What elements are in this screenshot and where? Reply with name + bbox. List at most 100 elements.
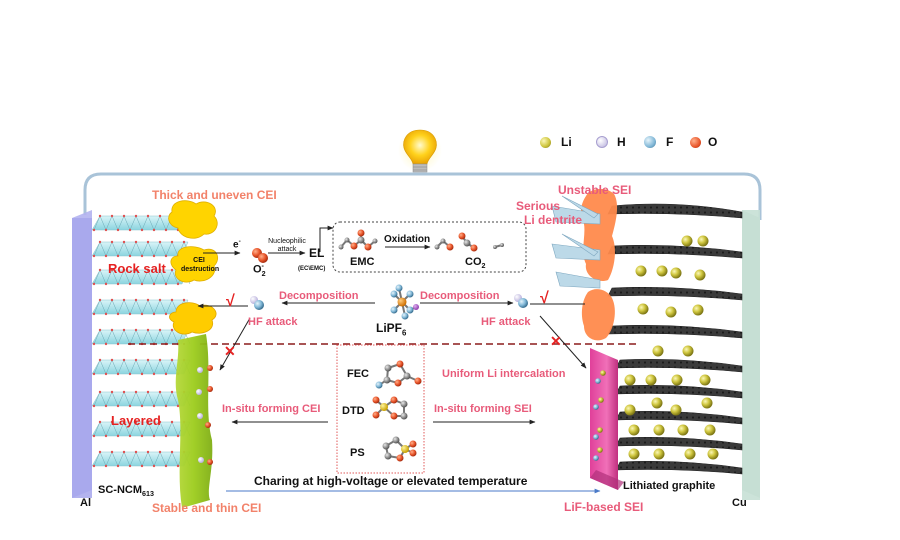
cathode-material-subscript: 613	[142, 490, 154, 499]
cu-collector-label: Cu	[732, 497, 747, 509]
li-atom	[652, 345, 664, 357]
cathode-layer	[91, 328, 191, 346]
dendrite-line1: Serious	[516, 199, 561, 213]
li-atom	[635, 265, 647, 277]
sei-atom	[593, 434, 599, 440]
cathode-layer	[91, 390, 191, 408]
in-situ-sei-label: In-situ forming SEI	[434, 403, 532, 415]
atom	[364, 243, 372, 251]
co2-symbol: CO	[465, 256, 482, 268]
co2-label: CO2	[465, 256, 485, 270]
lithium-ions-in-graphite	[624, 235, 719, 460]
hf-molecule-right	[514, 294, 528, 308]
hf-molecule-left	[250, 296, 264, 310]
external-circuit-wire	[83, 172, 762, 220]
sei-atom	[598, 397, 604, 403]
lithium-dendrite-icon	[551, 195, 601, 289]
atom	[446, 243, 454, 251]
ether-fragment	[434, 238, 454, 251]
cathode-material-name: SC-NCM	[98, 484, 142, 496]
check-mark-anode: √	[540, 290, 549, 307]
atom	[400, 400, 408, 408]
lif-based-sei-layer	[590, 348, 618, 490]
cross-mark-cathode: ✕	[224, 343, 236, 359]
graphite-sheet	[607, 244, 743, 259]
reaction-arrows	[197, 225, 587, 425]
lipf6-molecule	[390, 284, 419, 320]
atom	[254, 300, 264, 310]
atom	[518, 298, 528, 308]
oxidation-box	[332, 221, 527, 273]
li-atom	[645, 374, 657, 386]
li-atom	[628, 448, 640, 460]
additives-box	[336, 344, 425, 474]
legend-item-f: F	[644, 135, 690, 149]
lif-based-sei-label: LiF-based SEI	[564, 500, 644, 514]
li-dendrite-label: Serious Li dentrite	[516, 199, 582, 227]
atom	[403, 372, 411, 380]
atom	[414, 377, 422, 385]
li-atom	[707, 448, 719, 460]
li-atom	[665, 306, 677, 318]
cathode-layer	[91, 358, 191, 376]
atom	[390, 306, 398, 314]
cathode-layer	[91, 298, 191, 316]
f-atom-icon	[644, 136, 656, 148]
li-atom	[656, 265, 668, 277]
li-atom	[637, 303, 649, 315]
li-atom	[671, 374, 683, 386]
atom	[375, 381, 383, 389]
electron-charge: -	[238, 238, 241, 245]
graphite-sheet	[615, 410, 743, 425]
cross-mark-anode: ✕	[550, 333, 562, 349]
o-atom-icon	[690, 136, 701, 148]
li-atom	[624, 404, 636, 416]
oxidation-label: Oxidation	[384, 234, 431, 245]
cei-atom	[205, 422, 211, 428]
li-atom	[699, 374, 711, 386]
cathode-layer	[91, 420, 191, 438]
thick-uneven-cei-blobs	[168, 200, 218, 335]
sei-atom	[597, 447, 603, 453]
co2-subscript: 2	[481, 262, 486, 271]
cei-atom	[196, 389, 202, 395]
atom	[372, 411, 380, 419]
li-atom	[704, 424, 716, 436]
li-atom	[677, 424, 689, 436]
li-atom	[694, 269, 706, 281]
fec-molecule	[375, 360, 422, 389]
li-atom	[681, 235, 693, 247]
li-atom	[653, 448, 665, 460]
atom	[463, 239, 471, 247]
lipf6-symbol: LiPF	[376, 321, 402, 335]
thick-uneven-cei-label: Thick and uneven CEI	[152, 188, 277, 202]
atom	[344, 237, 350, 243]
in-situ-cei-label: In-situ forming CEI	[222, 403, 321, 415]
legend-item-h: H	[596, 135, 644, 149]
atom	[500, 243, 504, 247]
cathode-layer	[91, 214, 191, 232]
sei-atom	[593, 455, 599, 461]
li-atom	[682, 345, 694, 357]
cathode-layer	[91, 240, 191, 258]
cei-atom	[197, 413, 203, 419]
superoxide-label: O2-	[253, 262, 266, 278]
atom	[384, 452, 392, 460]
atom	[396, 360, 404, 368]
atom	[390, 412, 398, 420]
hf-attack-left-label: HF attack	[248, 316, 298, 328]
li-atom	[684, 448, 696, 460]
emc-molecule	[338, 229, 378, 251]
sei-atoms	[593, 370, 606, 461]
cei-destruction-label: CEI destruction	[181, 256, 219, 274]
atom	[470, 244, 478, 252]
atom	[458, 232, 466, 240]
layered-label: Layered	[111, 413, 161, 428]
ps-molecule	[382, 436, 417, 462]
dendrite-line2: Li dentrite	[524, 213, 583, 227]
atom	[383, 376, 391, 384]
cathode-layer	[91, 268, 191, 286]
superoxide-charge: -	[261, 262, 264, 270]
nucleophilic-attack-label: Nucleophilic attack	[266, 238, 308, 254]
